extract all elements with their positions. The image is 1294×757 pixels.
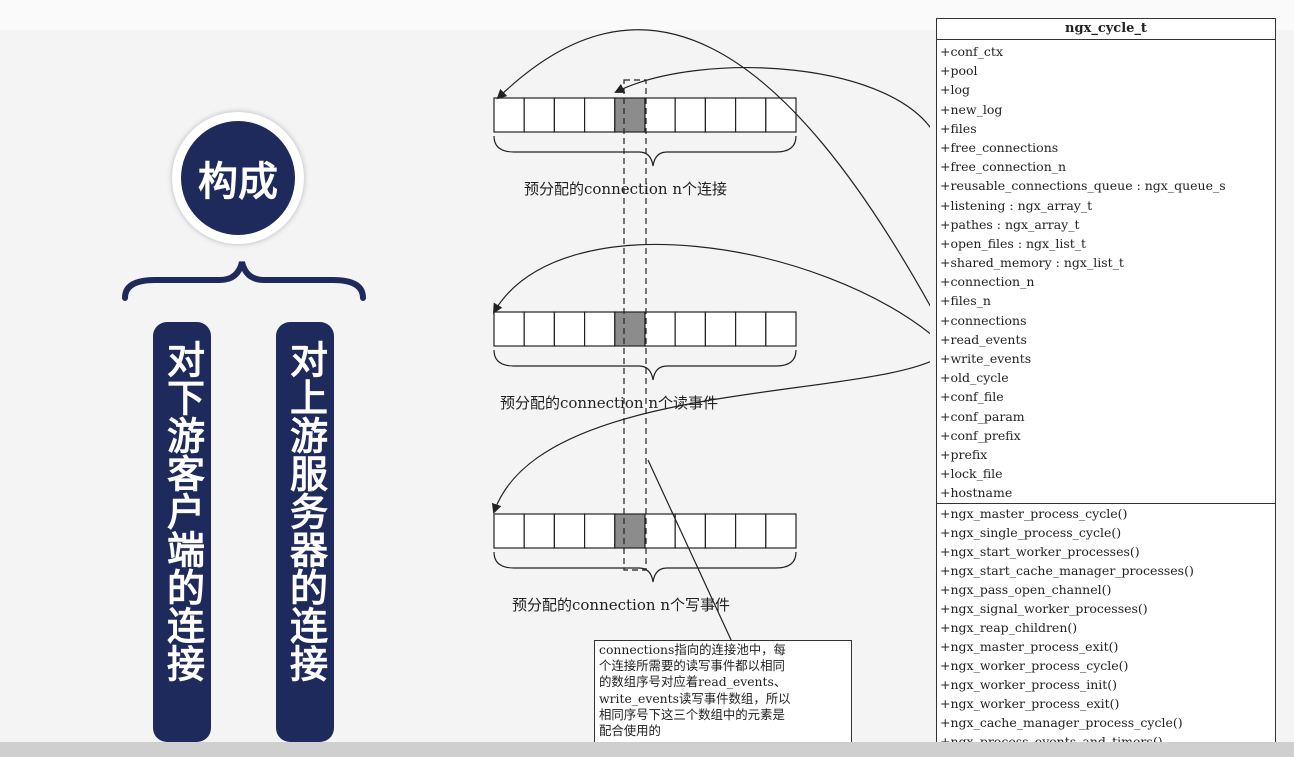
attribute-row: +free_connection_n	[940, 159, 1067, 175]
explanation-note: connections指向的连接池中，每个连接所需要的读写事件都以相同的数组序号…	[594, 640, 852, 757]
array-cell	[734, 311, 767, 347]
array-cell	[644, 513, 676, 549]
note-line: 的数组序号对应着read_events、	[599, 674, 787, 690]
arrow-read-events	[492, 243, 930, 335]
array-cell	[523, 97, 556, 133]
array-brace-icon	[493, 551, 797, 583]
array-cell	[674, 97, 707, 133]
method-row: +ngx_signal_worker_processes()	[940, 601, 1148, 616]
bottom-bar	[0, 742, 1294, 757]
attribute-row: +read_events	[940, 331, 1027, 347]
array-cell	[704, 311, 737, 347]
array-3: 预分配的connection n个写事件	[493, 513, 797, 614]
method-row: +ngx_pass_open_channel()	[940, 582, 1112, 597]
array-brace-icon	[493, 349, 797, 381]
array-cell	[704, 97, 737, 133]
method-row: +ngx_worker_process_init()	[940, 677, 1118, 692]
attribute-row: +write_events	[940, 351, 1032, 366]
array-cell	[734, 513, 767, 549]
attribute-row: +open_files : ngx_list_t	[940, 235, 1087, 251]
attribute-row: +free_connections	[940, 139, 1059, 155]
attribute-row: +connection_n	[940, 274, 1035, 290]
array-cell	[644, 311, 676, 347]
note-line: 配合使用的	[599, 723, 661, 739]
attribute-row: +conf_param	[940, 408, 1025, 424]
class-attributes: +conf_ctx +pool +log +new_log +files +free_co…	[937, 40, 1275, 504]
arrow-write-events	[491, 360, 930, 514]
method-row: +ngx_worker_process_cycle()	[940, 658, 1129, 673]
array-cell	[523, 311, 556, 347]
array-cell-highlighted	[614, 311, 646, 347]
attribute-row: +log	[940, 82, 970, 98]
upstream-connection-pill: 对上游服务器的连接	[276, 322, 334, 742]
note-line: 个连接所需要的读写事件都以相同	[599, 658, 785, 674]
method-row: +ngx_single_process_cycle()	[940, 525, 1122, 540]
note-line: write_events读写事件数组，所以	[599, 690, 791, 706]
method-row: +ngx_start_cache_manager_processes()	[940, 563, 1194, 578]
array-cell	[765, 97, 797, 133]
attribute-row: +listening : ngx_array_t	[940, 197, 1093, 213]
array-cell-highlighted	[614, 97, 646, 133]
attribute-row: +pathes : ngx_array_t	[940, 216, 1080, 232]
attribute-row: +connections	[940, 312, 1027, 328]
class-title: ngx_cycle_t	[937, 19, 1275, 40]
array-cell	[734, 97, 767, 133]
array-cell	[493, 513, 525, 549]
method-row: +ngx_worker_process_exit()	[940, 696, 1120, 711]
array-cell	[674, 513, 707, 549]
array-cell	[765, 311, 797, 347]
note-line: connections指向的连接池中，每	[599, 642, 786, 657]
array-cell	[583, 513, 616, 549]
attribute-row: +reusable_connections_queue : ngx_queue_…	[940, 178, 1226, 194]
array-cell	[553, 97, 586, 133]
attribute-row: +pool	[940, 63, 978, 79]
attribute-row: +prefix	[940, 446, 988, 462]
array-cell	[583, 311, 616, 347]
method-row: +ngx_reap_children()	[940, 620, 1078, 635]
array-cell	[493, 97, 525, 133]
array-caption: 预分配的connection n个读事件	[500, 394, 718, 412]
method-row: +ngx_master_process_exit()	[940, 639, 1119, 654]
title-circle: 构成	[181, 121, 295, 235]
note-pointer-line	[647, 459, 733, 643]
downstream-connection-pill: 对下游客户端的连接	[153, 322, 211, 742]
method-row: +ngx_master_process_cycle()	[940, 506, 1128, 521]
attribute-row: +lock_file	[940, 466, 1003, 482]
attribute-row: +hostname	[940, 485, 1013, 501]
array-cell	[644, 97, 676, 133]
class-methods: +ngx_master_process_cycle() +ngx_single_p…	[937, 504, 1275, 751]
array-cell	[704, 513, 737, 549]
arrow-connections	[496, 29, 930, 307]
method-row: +ngx_start_worker_processes()	[940, 544, 1140, 559]
array-cell	[553, 311, 586, 347]
method-row: +ngx_cache_manager_process_cycle()	[940, 715, 1183, 730]
arrow-free-connections	[614, 67, 930, 129]
array-brace-icon	[493, 135, 797, 167]
array-caption: 预分配的connection n个连接	[524, 180, 727, 198]
array-cell	[674, 311, 707, 347]
array-cell	[583, 97, 616, 133]
attribute-row: +new_log	[940, 101, 1003, 117]
attribute-row: +shared_memory : ngx_list_t	[940, 255, 1124, 271]
note-line: 相同序号下这三个数组中的元素是	[599, 706, 785, 722]
array-cell	[493, 311, 525, 347]
attribute-row: +old_cycle	[940, 370, 1009, 386]
attribute-row: +conf_ctx	[940, 44, 1004, 59]
attribute-row: +conf_prefix	[940, 427, 1021, 443]
array-cell	[765, 513, 797, 549]
attribute-row: +files_n	[940, 293, 991, 309]
array-cell-highlighted	[614, 513, 646, 549]
array-2: 预分配的connection n个读事件	[493, 311, 797, 412]
index-dashed-box	[623, 79, 647, 571]
array-cell	[553, 513, 586, 549]
attribute-row: +conf_file	[940, 389, 1004, 405]
brace-icon	[122, 261, 366, 301]
array-caption: 预分配的connection n个写事件	[512, 596, 730, 614]
ngx-cycle-class-box: ngx_cycle_t +conf_ctx +pool +log +new_log +f…	[936, 18, 1276, 757]
array-cell	[523, 513, 556, 549]
attribute-row: +files	[940, 120, 977, 136]
array-1: 预分配的connection n个连接	[493, 97, 797, 198]
